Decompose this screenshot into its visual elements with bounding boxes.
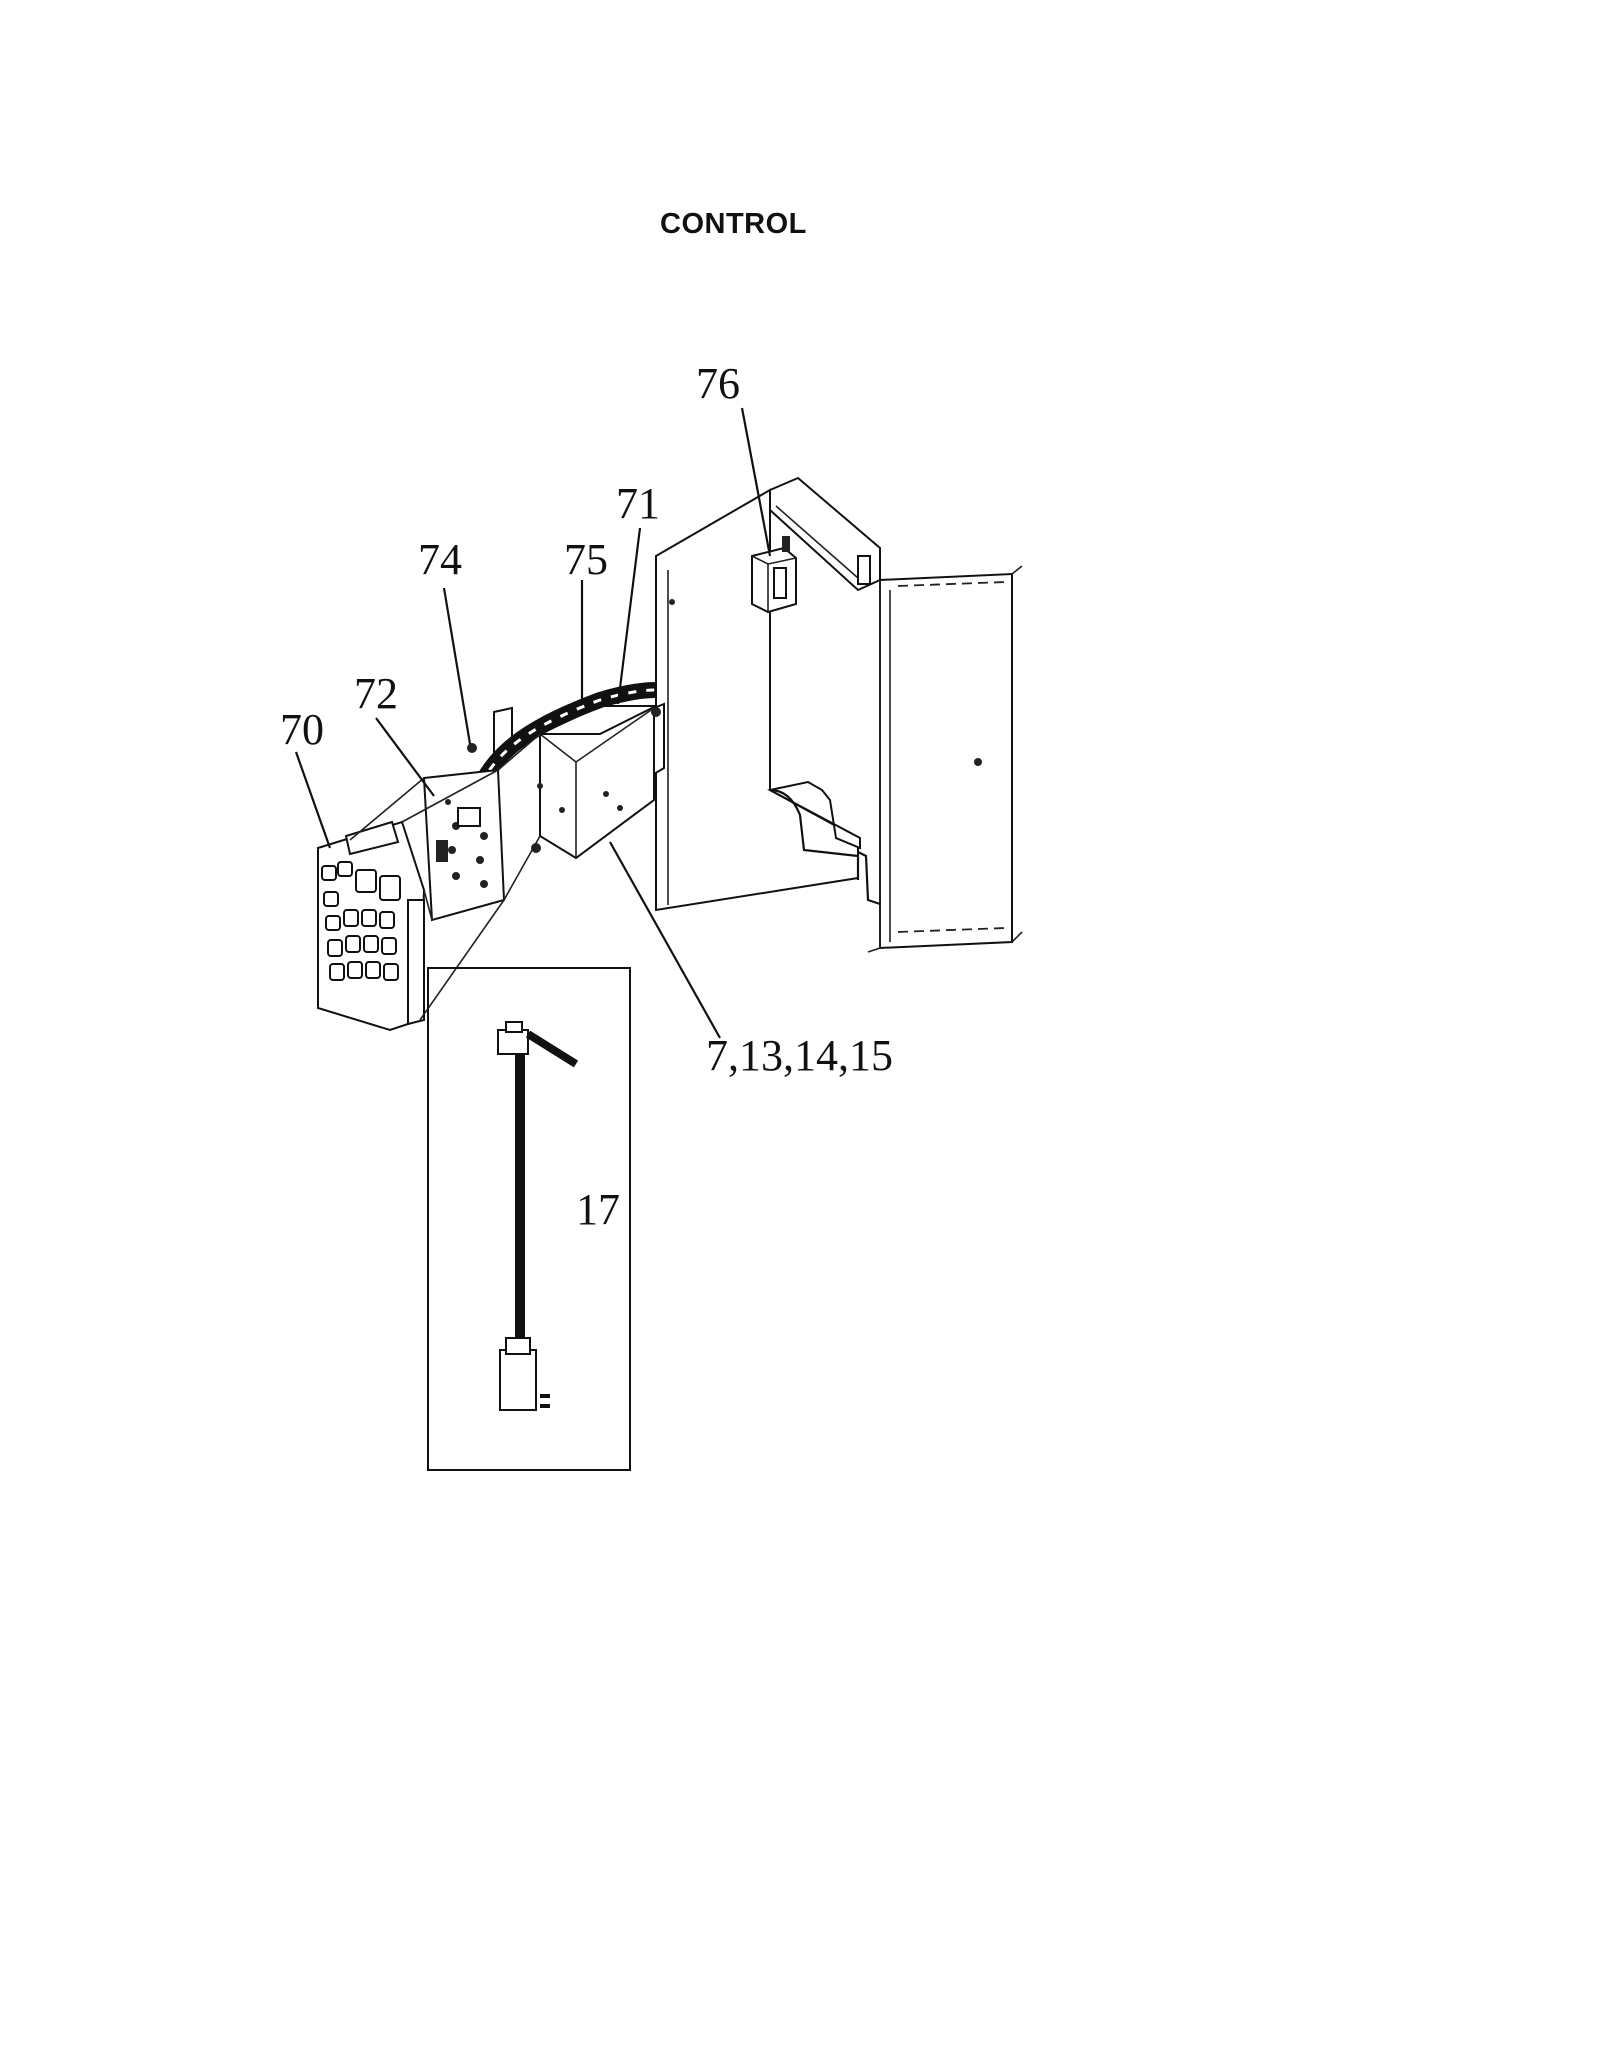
callout-72: 72 [354, 669, 398, 718]
assembly-lines [349, 733, 541, 1021]
part-74-screw [467, 743, 541, 853]
power-cord-inset [427, 967, 631, 1471]
callout-76: 76 [696, 359, 740, 408]
callout-70: 70 [280, 705, 324, 754]
callout-7-13-14-15: 7,13,14,15 [706, 1031, 893, 1080]
part-70-keypad [317, 820, 426, 1032]
cabinet-housing [655, 476, 1023, 953]
page-title: CONTROL [660, 208, 807, 240]
callout-75: 75 [564, 535, 608, 584]
callout-74: 74 [418, 535, 462, 584]
part-71-control-box [493, 702, 665, 860]
part-76-box [751, 536, 797, 614]
callout-17: 17 [576, 1185, 620, 1234]
callout-71: 71 [616, 479, 660, 528]
part-72-pcb [422, 768, 506, 922]
leader-lines [294, 407, 772, 1039]
